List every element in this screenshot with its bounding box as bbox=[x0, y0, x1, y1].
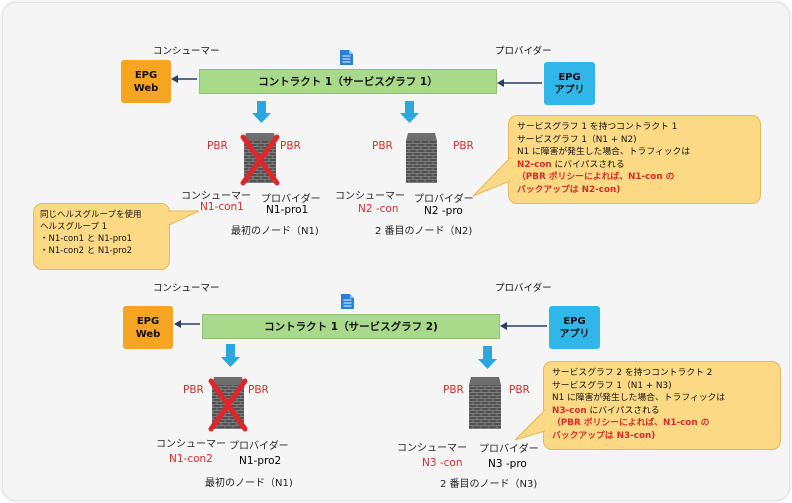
provider-connector: N1-pro2 bbox=[239, 455, 282, 467]
callout-box: サービスグラフ 2 を持つコントラクト 2 サービスグラフ 1（N1 + N3)… bbox=[543, 361, 781, 450]
callout-line: N1 に障害が発生した場合、トラフィックは bbox=[552, 393, 726, 404]
note-line: 同じヘルスグループを使用 bbox=[40, 210, 142, 220]
epg-web-line2: Web bbox=[135, 328, 161, 340]
callout-text: にバイパスされる bbox=[586, 405, 660, 416]
provider-title: プロバイダー bbox=[495, 46, 552, 57]
consumer-connector: N3 -con bbox=[422, 457, 463, 469]
callout-emphasis: N3-con bbox=[552, 405, 587, 416]
pbr-right-label: PBR bbox=[453, 140, 474, 152]
node-caption: 最初のノード（N1) bbox=[205, 478, 293, 489]
callout-line: N2-con にバイパスされる bbox=[517, 159, 752, 172]
document-icon bbox=[341, 294, 354, 309]
arrow-from-provider-epg bbox=[497, 79, 542, 87]
node-caption: 2 番目のノード（N2) bbox=[375, 226, 473, 237]
callout-emphasis: N2-con bbox=[517, 159, 552, 170]
pbr-left-label: PBR bbox=[372, 140, 393, 152]
epg-web-box: EPG Web bbox=[123, 306, 173, 349]
callout-text: にバイパスされる bbox=[551, 159, 625, 170]
provider-title: プロバイダー bbox=[495, 283, 552, 294]
contract-bar: コントラクト 1（サービスグラフ 2) bbox=[202, 314, 500, 339]
failed-node-x-icon bbox=[240, 134, 280, 186]
provider-side-label: プロバイダー bbox=[414, 194, 474, 205]
consumer-connector: N1-con1 bbox=[200, 201, 244, 213]
callout-box: サービスグラフ 1 を持つコントラクト 1 サービスグラフ 1（N1 + N2)… bbox=[508, 115, 761, 204]
consumer-side-label: コンシューマー bbox=[397, 443, 467, 454]
arrow-to-consumer-epg bbox=[174, 320, 200, 328]
callout-line: サービスグラフ 1（N1 + N2) bbox=[517, 134, 637, 145]
callout-line: バックアップは N2-con) bbox=[517, 184, 621, 195]
callout-line: サービスグラフ 1（N1 + N3) bbox=[552, 380, 672, 391]
note-line: ヘルスグループ 1 bbox=[40, 222, 108, 232]
consumer-title: コンシューマー bbox=[153, 46, 220, 57]
failed-node-x-icon bbox=[208, 378, 248, 432]
provider-side-label: プロバイダー bbox=[261, 194, 321, 205]
arrow-to-consumer-epg bbox=[171, 75, 197, 83]
pbr-right-label: PBR bbox=[280, 140, 301, 152]
down-arrow bbox=[400, 101, 419, 123]
provider-connector: N3 -pro bbox=[488, 458, 527, 470]
provider-connector: N2 -pro bbox=[424, 205, 463, 217]
provider-side-label: プロバイダー bbox=[479, 444, 539, 455]
callout-line: N3-con にバイパスされる bbox=[552, 405, 772, 418]
callout-line: サービスグラフ 1 を持つコントラクト 1 bbox=[517, 122, 678, 132]
pbr-left-label: PBR bbox=[443, 384, 464, 396]
epg-web-line1: EPG bbox=[134, 69, 158, 81]
callout-pointer bbox=[514, 408, 546, 441]
consumer-title: コンシューマー bbox=[153, 283, 220, 294]
diagram-graphics bbox=[167, 50, 547, 441]
epg-web-line1: EPG bbox=[136, 315, 160, 327]
document-icon bbox=[340, 50, 353, 65]
pbr-left-label: PBR bbox=[207, 140, 228, 152]
epg-app-box: EPG アプリ bbox=[549, 306, 600, 349]
pbr-left-label: PBR bbox=[183, 384, 204, 396]
note-pointer bbox=[168, 210, 200, 226]
down-arrow bbox=[221, 344, 240, 367]
contract-bar: コントラクト 1（サービスグラフ 1） bbox=[199, 69, 497, 94]
note-line: ・N1-con1 と N1-pro1 bbox=[40, 234, 133, 244]
epg-app-line2: アプリ bbox=[559, 328, 590, 340]
callout-line: （PBR ポリシーによれば、N1-con の bbox=[552, 418, 710, 429]
health-group-note: 同じヘルスグループを使用 ヘルスグループ 1 ・N1-con1 と N1-pro… bbox=[33, 203, 170, 270]
consumer-connector: N1-con2 bbox=[169, 453, 213, 465]
callout-line: サービスグラフ 2 を持つコントラクト 2 bbox=[552, 368, 713, 378]
arrow-from-provider-epg bbox=[500, 322, 547, 330]
note-line: ・N1-con2 と N1-pro2 bbox=[40, 246, 133, 256]
firewall-icon bbox=[406, 133, 437, 183]
provider-side-label: プロバイダー bbox=[229, 441, 289, 452]
pbr-right-label: PBR bbox=[509, 384, 530, 396]
callout-line: バックアップは N3-con) bbox=[552, 430, 656, 441]
pbr-right-label: PBR bbox=[248, 384, 269, 396]
node-caption: 2 番目のノード（N3) bbox=[440, 479, 538, 490]
epg-app-line1: EPG bbox=[558, 71, 581, 83]
callout-pointer bbox=[472, 156, 511, 197]
epg-app-line1: EPG bbox=[563, 315, 586, 327]
epg-app-box: EPG アプリ bbox=[544, 62, 595, 105]
node-caption: 最初のノード（N1) bbox=[231, 226, 319, 237]
callout-line: N1 に障害が発生した場合、トラフィックは bbox=[517, 147, 691, 158]
callout-line: （PBR ポリシーによれば、N1-con の bbox=[517, 172, 675, 183]
epg-web-box: EPG Web bbox=[121, 60, 171, 103]
consumer-side-label: コンシューマー bbox=[156, 439, 226, 450]
down-arrow bbox=[478, 346, 497, 369]
down-arrow bbox=[252, 101, 271, 123]
firewall-icon bbox=[469, 377, 501, 429]
epg-app-line2: アプリ bbox=[554, 84, 585, 96]
consumer-side-label: コンシューマー bbox=[335, 191, 405, 202]
consumer-side-label: コンシューマー bbox=[181, 191, 251, 202]
provider-connector: N1-pro1 bbox=[266, 204, 309, 216]
consumer-connector: N2 -con bbox=[358, 203, 399, 215]
epg-web-line2: Web bbox=[133, 82, 159, 94]
